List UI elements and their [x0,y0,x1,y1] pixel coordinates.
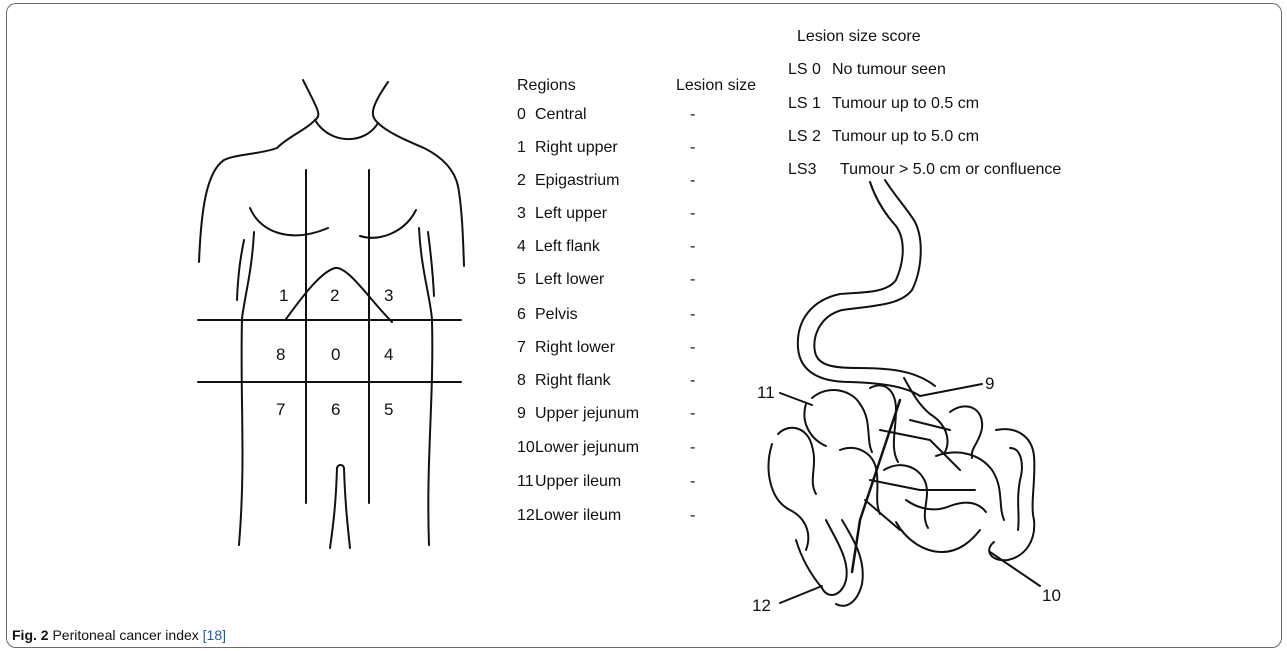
mesentery-vessel [852,400,900,572]
bowel-loop [778,428,816,494]
bowel-loop [896,522,980,552]
bowel-loop [884,465,928,528]
bowel-loop [822,520,847,595]
bowel-loop [1010,448,1022,530]
bowel-label-10: 10 [1042,587,1061,604]
mesentery-vessel [870,480,975,490]
leader-line-12 [780,586,822,603]
bowel-loop [950,406,982,458]
stomach-outline-inner [814,180,935,386]
stomach-outline [798,182,920,396]
figure-number: Fig. 2 [12,627,49,643]
leader-line-9 [920,384,982,396]
mesentery-vessel [865,500,900,530]
bowel-label-12: 12 [752,597,771,614]
bowel-label-9: 9 [985,375,994,392]
bowel-loop [936,452,1004,520]
bowel-loop [904,378,948,454]
reference-link[interactable]: [18] [203,627,226,643]
mesentery-vessel [910,420,950,430]
leader-line-11 [780,393,812,405]
caption-text: Peritoneal cancer index [49,627,203,643]
bowel-loop [769,444,809,550]
bowel-loop [804,404,826,446]
bowel-loop [906,500,986,512]
figure-caption: Fig. 2 Peritoneal cancer index [18] [12,627,226,643]
bowel-loop [796,540,822,588]
bowel-label-11: 11 [757,384,775,401]
